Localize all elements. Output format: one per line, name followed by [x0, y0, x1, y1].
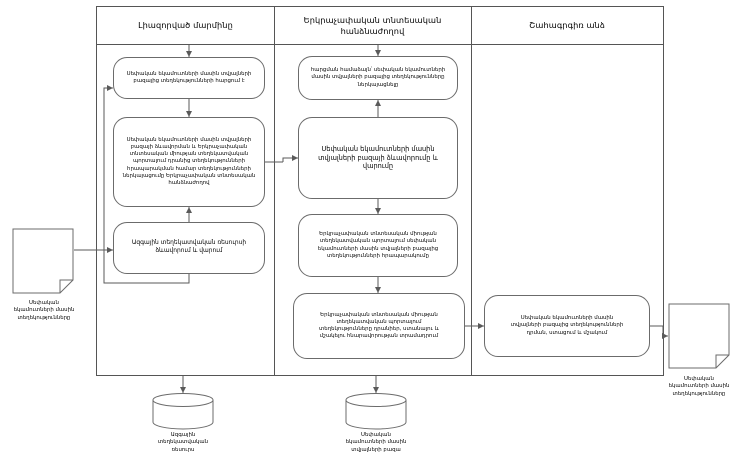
doc-output-label-line-1: եկամուտների մասին — [668, 383, 730, 390]
step-provide-on-request-line-2: ներկայացնելը — [357, 81, 399, 88]
step-national-resource-line-1: ձևավորում և վարում — [155, 248, 223, 254]
step-portal-access-line-3: մշակելու հնարավորության տրամադրում — [319, 333, 439, 340]
step-person-receive[interactable]: Սեփական եկամուտների մասին տվյալների բազա… — [484, 295, 650, 357]
store-own-income-db-label-line-0: Սեփական — [361, 432, 391, 438]
lane-header-commission: Երկրաչափական տնտեսական հանձնաժողով — [274, 7, 471, 45]
store-national-resource-label-line-0: Ազգային — [170, 432, 196, 438]
step-form-database-rules-line-2: տնտեսական միության տեղեկատվական — [129, 151, 249, 158]
step-form-database-rules-line-1: բազայի ձևավորման և Երկրաչափական — [130, 144, 248, 151]
step-national-resource-line-0: Ազգային տեղեկատվական ռեսուրսի — [131, 240, 247, 247]
doc-output-label-line-0: Սեփական — [684, 376, 714, 382]
step-portal-publication[interactable]: Երկրաչափական տնտեսական միության տեղեկատվ… — [298, 214, 458, 277]
step-portal-access-line-1: տեղեկատվական պորտալում — [336, 318, 422, 325]
lane-divider-1 — [274, 7, 275, 375]
step-form-database-rules-line-4: հրապարակման համար տեղեկությունների — [127, 165, 251, 172]
step-provide-on-request-line-1: մասին տվյալների բազայից տեղեկությունները — [311, 74, 445, 81]
step-request-info-line-1: բազայից տեղեկությունների հարցում է — [133, 78, 245, 84]
doc-input-label-line-0: Սեփական — [29, 300, 59, 306]
step-form-and-maintain-db-line-2: վարումը — [362, 162, 394, 171]
step-form-database-rules-line-0: Սեփական եկամուտների մասին տվյալների — [126, 137, 252, 144]
lane-header-commission-label: Երկրաչափական տնտեսական հանձնաժողով — [303, 15, 442, 36]
step-request-info[interactable]: Սեփական եկամուտների մասին տվյալների բազա… — [113, 57, 265, 99]
step-form-and-maintain-db-line-1: տվյալների բազայի ձևավորումը և — [318, 153, 438, 162]
step-person-receive-line-1: տվյալների բազայից տեղեկությունների — [510, 322, 624, 329]
lane-header-authority-label: Լիազորված մարմինը — [138, 20, 233, 31]
step-national-resource[interactable]: Ազգային տեղեկատվական ռեսուրսի ձևավորում … — [113, 222, 265, 274]
lane-header-authority: Լիազորված մարմինը — [97, 7, 274, 45]
step-portal-publication-line-3: տեղեկությունների հրապարակումը — [327, 252, 429, 259]
store-own-income-db-icon — [345, 393, 407, 430]
store-national-resource-label-line-1: տեղեկատվական — [157, 439, 209, 446]
doc-output-icon — [668, 303, 730, 369]
doc-input-label-line-1: եկամուտների մասին — [13, 307, 75, 314]
step-portal-publication-line-0: Երկրաչափական տնտեսական միության — [319, 231, 437, 238]
doc-input-icon — [12, 228, 74, 294]
step-form-database-rules[interactable]: Սեփական եկամուտների մասին տվյալների բազա… — [113, 117, 265, 207]
step-portal-access[interactable]: Երկրաչափական տնտեսական միության տեղեկատվ… — [293, 293, 465, 359]
step-form-and-maintain-db[interactable]: Սեփական եկամուտների մասին տվյալների բազա… — [298, 117, 458, 199]
lane-divider-2 — [471, 7, 472, 375]
doc-input-label-line-2: տեղեկությունները — [17, 314, 71, 321]
step-form-database-rules-line-3: պորտալում դրանից տեղեկությունների — [132, 158, 246, 165]
step-person-receive-line-2: դրման, ստացում և մշակում — [526, 329, 608, 336]
lane-header-person-label: Շահագրգիռ անձ — [529, 20, 605, 31]
step-portal-access-line-0: Երկրաչափական տնտեսական միության — [320, 311, 438, 318]
store-national-resource-label: Ազգային տեղեկատվական ռեսուրս — [133, 432, 233, 454]
doc-input-label: Սեփական եկամուտների մասին տեղեկություննե… — [2, 300, 86, 322]
store-national-resource-icon — [152, 393, 214, 430]
step-request-info-line-0: Սեփական եկամուտների մասին տվյալների — [126, 70, 252, 77]
step-form-and-maintain-db-line-0: Սեփական եկամուտների մասին — [321, 144, 435, 153]
step-provide-on-request-line-0: հարցման համաձայն՝ սեփական եկամուտների — [310, 67, 446, 74]
step-portal-publication-line-2: եկամուտների մասին տվյալների բազայից — [317, 245, 439, 252]
store-national-resource-label-line-2: ռեսուրս — [171, 446, 195, 453]
store-own-income-db-label-line-2: տվյալների բազա — [351, 446, 401, 453]
step-portal-access-line-2: տեղեկությունները դրանիեր, ստանալու և — [319, 326, 439, 332]
doc-output-label-line-2: տեղեկությունները — [672, 390, 726, 397]
lane-header-person: Շահագրգիռ անձ — [471, 7, 663, 45]
store-own-income-db-label-line-1: եկամուտների մասին — [345, 439, 407, 446]
store-own-income-db-label: Սեփական եկամուտների մասին տվյալների բազա — [326, 432, 426, 454]
step-provide-on-request[interactable]: հարցման համաձայն՝ սեփական եկամուտների մա… — [298, 56, 458, 100]
step-form-database-rules-line-6: հանձնաժողով — [168, 179, 210, 186]
step-portal-publication-line-1: տեղեկատվական պորտալում սեփական — [319, 238, 437, 245]
doc-output-label: Սեփական եկամուտների մասին տեղեկություննե… — [657, 376, 740, 398]
step-form-database-rules-line-5: ներկայացումը Երկրաչափական տնտեսական — [122, 172, 256, 179]
step-person-receive-line-0: Սեփական եկամուտների մասին — [520, 315, 614, 322]
